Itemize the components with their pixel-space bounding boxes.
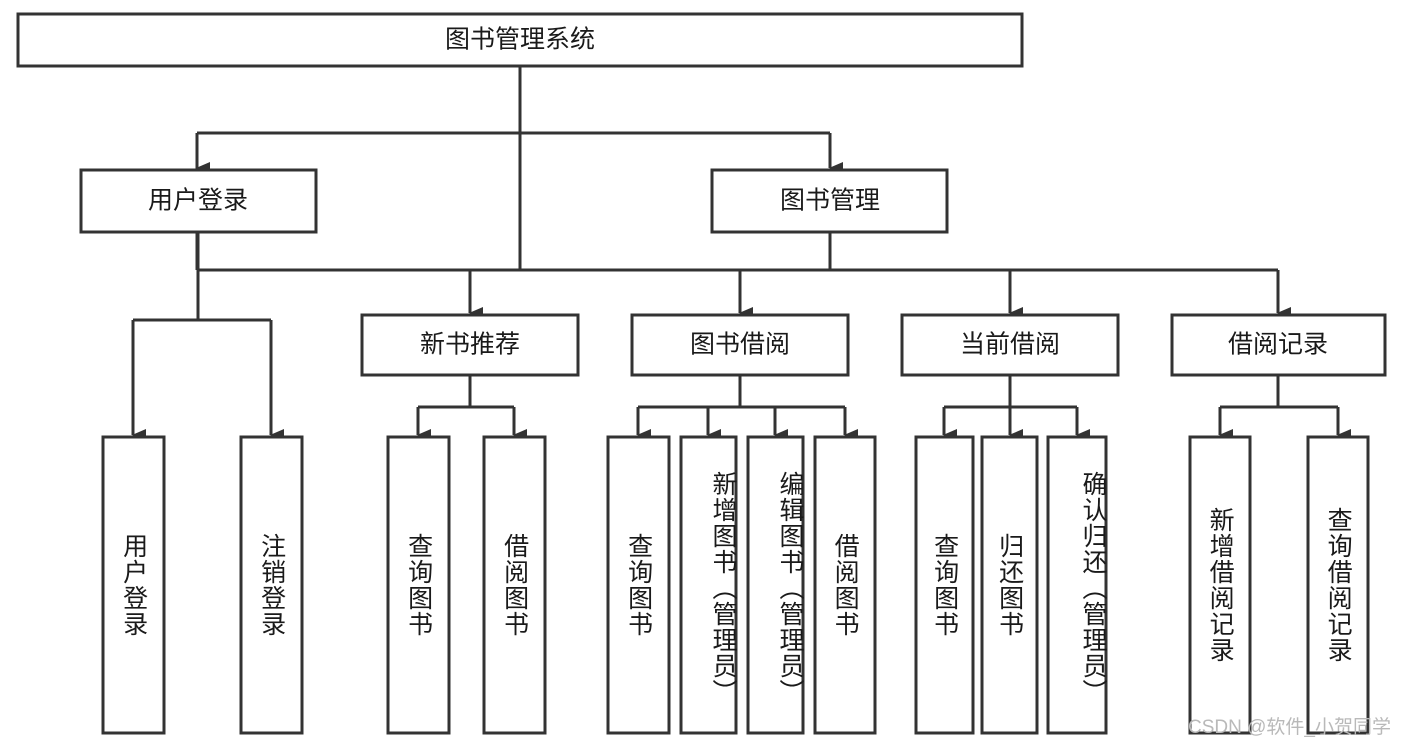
connector-group-user-login — [131, 232, 284, 441]
node-new-book-recommend-label: 新书推荐 — [420, 331, 520, 359]
connector-group-new-book-recommend — [416, 375, 527, 441]
node-borrow-record-box[interactable] — [1170, 313, 1387, 377]
node-book-borrow[interactable]: 图书借阅 — [630, 313, 850, 377]
leaf-box-bb-2[interactable] — [679, 435, 738, 735]
leaf-box-br-2[interactable] — [1306, 435, 1370, 735]
leaf-box-br-1[interactable] — [1188, 435, 1252, 735]
leaf-box-bb-4[interactable] — [813, 435, 877, 735]
node-borrow-record[interactable]: 借阅记录 — [1170, 313, 1387, 377]
node-new-book-recommend[interactable]: 新书推荐 — [360, 313, 580, 377]
node-user-login-label: 用户登录 — [148, 187, 248, 215]
node-root[interactable]: 图书管理系统 — [16, 12, 1024, 68]
connector-group-book-borrow — [636, 375, 858, 441]
leaf-box-nbr-2[interactable] — [482, 435, 547, 735]
leaf-box-user-login-1[interactable] — [101, 435, 166, 735]
node-current-borrow-label: 当前借阅 — [960, 331, 1060, 359]
node-book-manage[interactable]: 图书管理 — [710, 168, 949, 234]
node-new-book-recommend-box[interactable] — [360, 313, 580, 377]
node-user-login-box[interactable] — [79, 168, 318, 234]
connector-group-root — [195, 66, 830, 272]
node-current-borrow-box[interactable] — [900, 313, 1120, 377]
connector-group-borrow-record — [1218, 375, 1351, 441]
leaf-box-nbr-1[interactable] — [386, 435, 451, 735]
node-book-borrow-label: 图书借阅 — [690, 331, 790, 359]
node-book-manage-box[interactable] — [710, 168, 949, 234]
leaf-box-bb-1[interactable] — [606, 435, 671, 735]
leaf-box-bb-3[interactable] — [746, 435, 805, 735]
node-borrow-record-label: 借阅记录 — [1228, 331, 1328, 359]
connector-group-current-borrow — [942, 375, 1090, 441]
connector-group-book-manage — [468, 232, 1291, 319]
csdn-watermark: CSDN @软件_小贺同学 — [1188, 717, 1391, 738]
node-book-borrow-box[interactable] — [630, 313, 850, 377]
leaf-box-cb-2[interactable] — [980, 435, 1039, 735]
leaf-box-cb-3[interactable] — [1046, 435, 1108, 735]
node-user-login[interactable]: 用户登录 — [79, 168, 318, 234]
node-root-box[interactable] — [16, 12, 1024, 68]
leaf-box-cb-1[interactable] — [914, 435, 975, 735]
leaf-box-user-login-2[interactable] — [239, 435, 304, 735]
node-book-manage-label: 图书管理 — [780, 187, 880, 215]
node-current-borrow[interactable]: 当前借阅 — [900, 313, 1120, 377]
connector-group-level1-arrows — [195, 66, 843, 174]
node-root-label: 图书管理系统 — [445, 26, 595, 54]
